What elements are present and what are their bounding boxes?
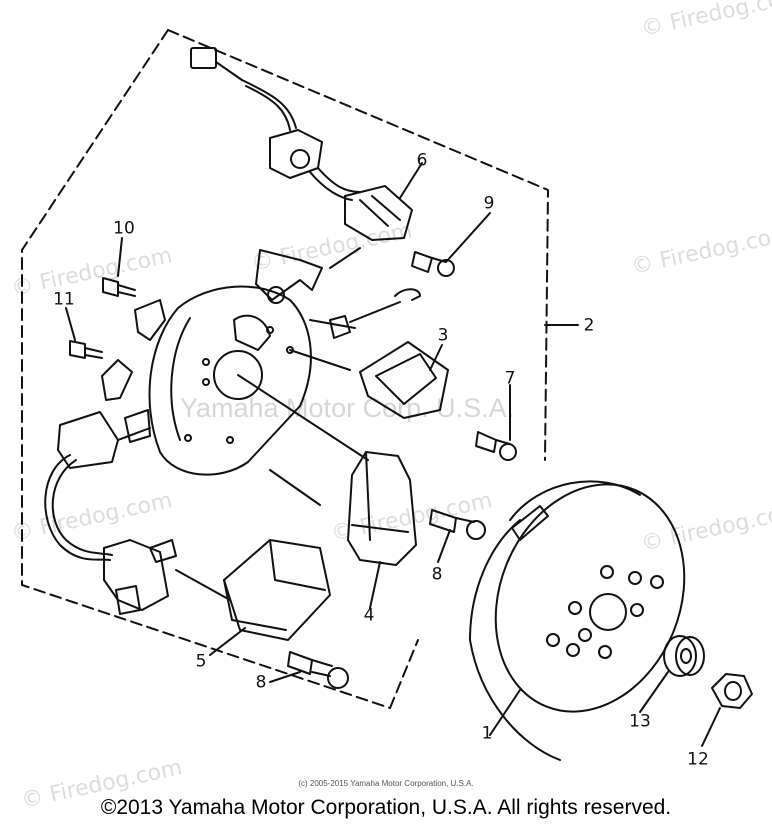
callout-label: 6	[416, 150, 428, 171]
part-9-screw	[411, 251, 455, 277]
small-copyright: (c) 2005-2015 Yamaha Motor Corporation, …	[298, 779, 474, 788]
part-12-nut	[711, 673, 753, 709]
part-6-terminal	[344, 185, 413, 241]
callout-label: 9	[483, 193, 495, 214]
assembly-outline	[167, 29, 549, 461]
callout-label: 7	[504, 368, 516, 389]
left-lead-assembly	[44, 409, 231, 615]
part-3-pulser	[359, 341, 449, 419]
part-1-flywheel	[469, 480, 686, 761]
part-4-coil	[347, 451, 417, 566]
callout-label: 12	[687, 749, 709, 770]
part-13-washer	[663, 635, 705, 677]
callout-label: 11	[53, 289, 75, 310]
stator-plate	[148, 249, 421, 476]
callout-label: 3	[437, 325, 449, 346]
callout-label: 4	[363, 605, 375, 626]
callout-label: 8	[255, 672, 267, 693]
wire-harness-top	[190, 47, 361, 201]
part-7-screw	[475, 431, 517, 461]
assembly-outline	[21, 29, 391, 709]
part-5-cdi	[223, 539, 331, 641]
callout-label: 13	[629, 711, 651, 732]
part-8-screw-lower	[287, 651, 349, 689]
part-11-screw	[69, 340, 133, 401]
callout-label: 2	[583, 315, 595, 336]
part-10-screw	[102, 277, 166, 341]
copyright-notice: ©2013 Yamaha Motor Corporation, U.S.A. A…	[100, 796, 672, 819]
callout-label: 10	[113, 218, 135, 239]
callout-label: 1	[481, 723, 493, 744]
callout-label: 8	[431, 564, 443, 585]
part-8-screw-upper	[429, 509, 486, 540]
callout-label: 5	[195, 651, 207, 672]
